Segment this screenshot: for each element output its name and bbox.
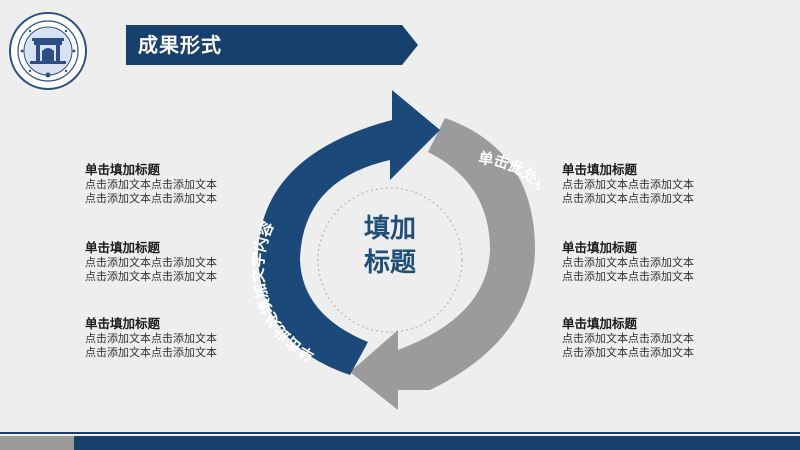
block-line: 点击添加文本点击添加文本 [85, 346, 217, 359]
block-title: 单击填加标题 [562, 162, 638, 177]
block-line: 点击添加文本点击添加文本 [562, 332, 694, 345]
left-text-block-1[interactable]: 单击填加标题 点击添加文本点击添加文本 点击添加文本点击添加文本 [85, 162, 260, 206]
block-line: 点击添加文本点击添加文本 [85, 270, 217, 283]
blue-cycle-arrow[interactable] [258, 90, 440, 375]
title-banner [126, 25, 418, 65]
block-line: 点击添加文本点击添加文本 [85, 332, 217, 345]
block-line: 点击添加文本点击添加文本 [562, 346, 694, 359]
cycle-diagram: 单击此处填加文字内容 单击此处填加文字内容 [249, 90, 540, 410]
footer-gray-segment [0, 436, 74, 450]
block-title: 单击填加标题 [85, 240, 161, 255]
block-line: 点击添加文本点击添加文本 [85, 192, 217, 205]
block-line: 点击添加文本点击添加文本 [562, 192, 694, 205]
footer-bar [0, 432, 800, 450]
block-title: 单击填加标题 [562, 240, 638, 255]
university-seal-icon [9, 12, 87, 90]
block-title: 单击填加标题 [85, 162, 161, 177]
block-line: 点击添加文本点击添加文本 [85, 256, 217, 269]
center-title-line1: 填加 [363, 214, 416, 244]
right-text-block-1[interactable]: 单击填加标题 点击添加文本点击添加文本 点击添加文本点击添加文本 [562, 162, 737, 206]
block-line: 点击添加文本点击添加文本 [85, 178, 217, 191]
block-line: 点击添加文本点击添加文本 [562, 178, 694, 191]
footer-blue-segment [74, 436, 800, 450]
block-title: 单击填加标题 [85, 316, 161, 331]
right-text-block-3[interactable]: 单击填加标题 点击添加文本点击添加文本 点击添加文本点击添加文本 [562, 316, 737, 360]
inner-dashed-ring [317, 187, 463, 333]
center-title-line2: 标题 [363, 248, 416, 278]
left-text-block-2[interactable]: 单击填加标题 点击添加文本点击添加文本 点击添加文本点击添加文本 [85, 240, 260, 284]
center-title[interactable]: 填加 标题 [340, 212, 440, 280]
right-text-block-2[interactable]: 单击填加标题 点击添加文本点击添加文本 点击添加文本点击添加文本 [562, 240, 737, 284]
left-text-block-3[interactable]: 单击填加标题 点击添加文本点击添加文本 点击添加文本点击添加文本 [85, 316, 260, 360]
block-title: 单击填加标题 [562, 316, 638, 331]
block-line: 点击添加文本点击添加文本 [562, 270, 694, 283]
page-title[interactable]: 成果形式 [138, 33, 222, 57]
block-line: 点击添加文本点击添加文本 [562, 256, 694, 269]
gray-cycle-arrow[interactable] [350, 118, 535, 410]
footer-line [0, 432, 800, 434]
